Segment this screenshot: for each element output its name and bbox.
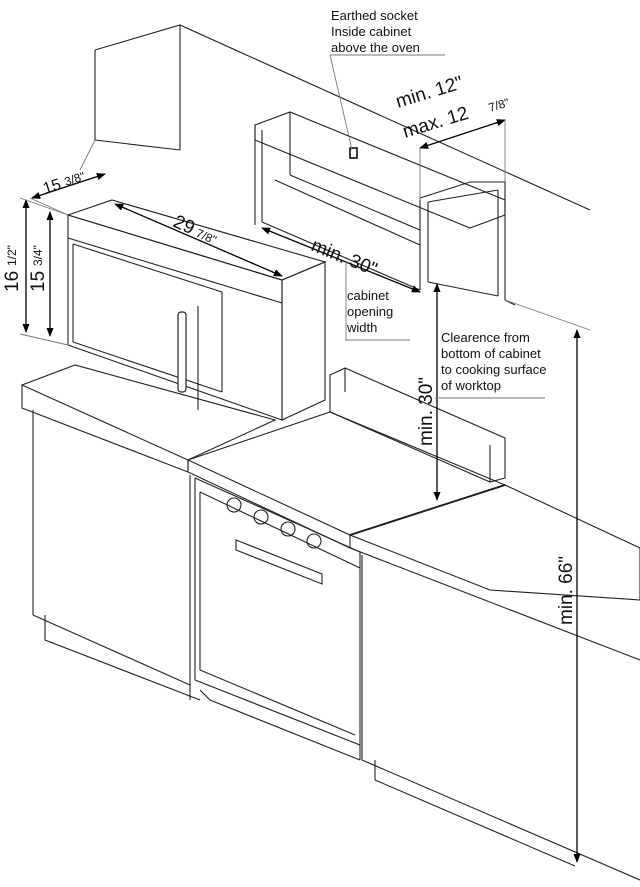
total-height-label: min. 66" (556, 556, 577, 625)
socket-label-1: Earthed socket (331, 8, 418, 23)
depth-fraction: 3/8" (63, 169, 87, 189)
outer-height-label: 16 (2, 271, 23, 292)
socket-leader (329, 54, 353, 151)
dim-cabinet-opening (261, 227, 421, 340)
width-label: 29 (170, 211, 198, 239)
dim-height (19, 197, 69, 346)
upper-cabinet (254, 111, 516, 306)
clearance-label-3: to cooking surface (441, 362, 547, 377)
cabinet-label-1: cabinet (347, 288, 389, 303)
dim-depth (29, 173, 106, 216)
outer-height-fraction: 1/2" (5, 245, 19, 266)
socket-icon (349, 147, 358, 159)
clearance-label-4: of worktop (441, 378, 501, 393)
dim-total-height (504, 299, 591, 863)
socket-label-2: Inside cabinet (331, 24, 412, 39)
left-base-cabinet (21, 364, 277, 701)
knob-icon (253, 509, 269, 525)
dim-width (114, 203, 283, 277)
clearance-height-label: min. 30" (416, 377, 437, 446)
oven-handle-icon (235, 539, 323, 585)
max-12-fraction: 7/8" (487, 95, 511, 115)
inner-height-fraction: 3/4" (31, 245, 45, 266)
cabinet-label-3: width (346, 320, 377, 335)
knob-icon (226, 497, 242, 513)
socket-label-3: above the oven (331, 40, 420, 55)
knob-icon (306, 533, 322, 549)
cabinet-label-2: opening (347, 304, 393, 319)
inner-height-label: 15 (28, 271, 49, 292)
oven-range (186, 411, 507, 761)
right-base-cabinet (348, 484, 640, 881)
door-handle-icon (177, 311, 187, 393)
clearance-label-1: Clearence from (441, 330, 530, 345)
dim-cabinet-depth (419, 119, 506, 200)
opening-width-label: min. 30" (308, 235, 380, 280)
knob-icon (280, 521, 296, 537)
depth-label: 15 (41, 176, 63, 198)
width-fraction: 7/8" (194, 226, 219, 247)
clearance-label-2: bottom of cabinet (441, 346, 541, 361)
